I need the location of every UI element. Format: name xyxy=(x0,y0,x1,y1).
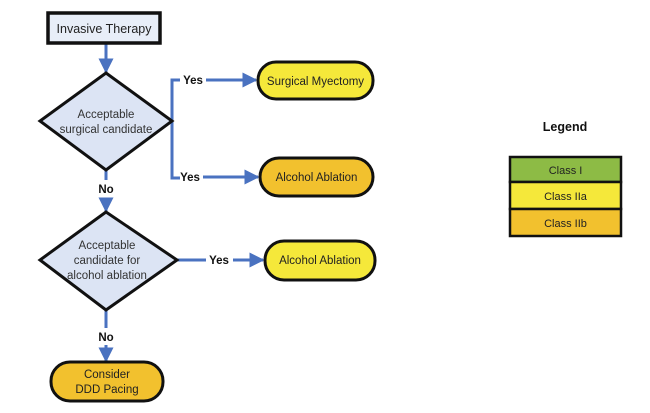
node-surgical-myectomy-label: Surgical Myectomy xyxy=(267,76,364,88)
legend-item-class-iia: Class IIa xyxy=(508,180,623,211)
node-alcohol-ablation-1-label: Alcohol Ablation xyxy=(276,172,358,184)
edge-label-no-pacing: No xyxy=(98,332,113,344)
node-invasive-therapy-label: Invasive Therapy xyxy=(57,22,153,36)
node-ddd-pacing: Consider DDD Pacing xyxy=(49,360,165,403)
node-alcohol-ablation-1: Alcohol Ablation xyxy=(258,156,375,198)
edge-branch-vertical xyxy=(170,78,180,180)
decision-alcohol-ablation-line1: Acceptable xyxy=(79,240,136,252)
legend: Legend Class I Class IIa Class IIb xyxy=(508,120,623,238)
node-ddd-pacing-line1: Consider xyxy=(84,369,130,381)
node-invasive-therapy: Invasive Therapy xyxy=(46,11,162,45)
node-alcohol-ablation-2-label: Alcohol Ablation xyxy=(279,255,361,267)
decision-surgical-candidate: Acceptable surgical candidate xyxy=(37,71,175,172)
node-ddd-pacing-line2: DDD Pacing xyxy=(75,384,138,396)
edge-label-no-decision2: No xyxy=(98,184,113,196)
node-surgical-myectomy: Surgical Myectomy xyxy=(256,60,375,101)
decision-surgical-candidate-line1: Acceptable xyxy=(78,109,135,121)
edge-label-yes-ablation-2: Yes xyxy=(209,255,229,267)
decision-alcohol-ablation-candidate: Acceptable candidate for alcohol ablatio… xyxy=(37,210,180,312)
decision-surgical-candidate-line2: surgical candidate xyxy=(60,124,153,136)
decision-alcohol-ablation-line3: alcohol ablation xyxy=(67,270,147,282)
node-alcohol-ablation-2: Alcohol Ablation xyxy=(263,239,377,282)
legend-item-class-iia-label: Class IIa xyxy=(544,191,588,203)
decision-alcohol-ablation-line2: candidate for xyxy=(74,255,141,267)
legend-item-class-i: Class I xyxy=(508,155,623,184)
edge-label-yes-ablation-1: Yes xyxy=(180,172,200,184)
legend-item-class-i-label: Class I xyxy=(549,165,583,177)
legend-title: Legend xyxy=(543,120,587,134)
edge-label-yes-myectomy: Yes xyxy=(183,75,203,87)
legend-item-class-iib-label: Class IIb xyxy=(544,218,587,230)
legend-item-class-iib: Class IIb xyxy=(508,207,623,238)
